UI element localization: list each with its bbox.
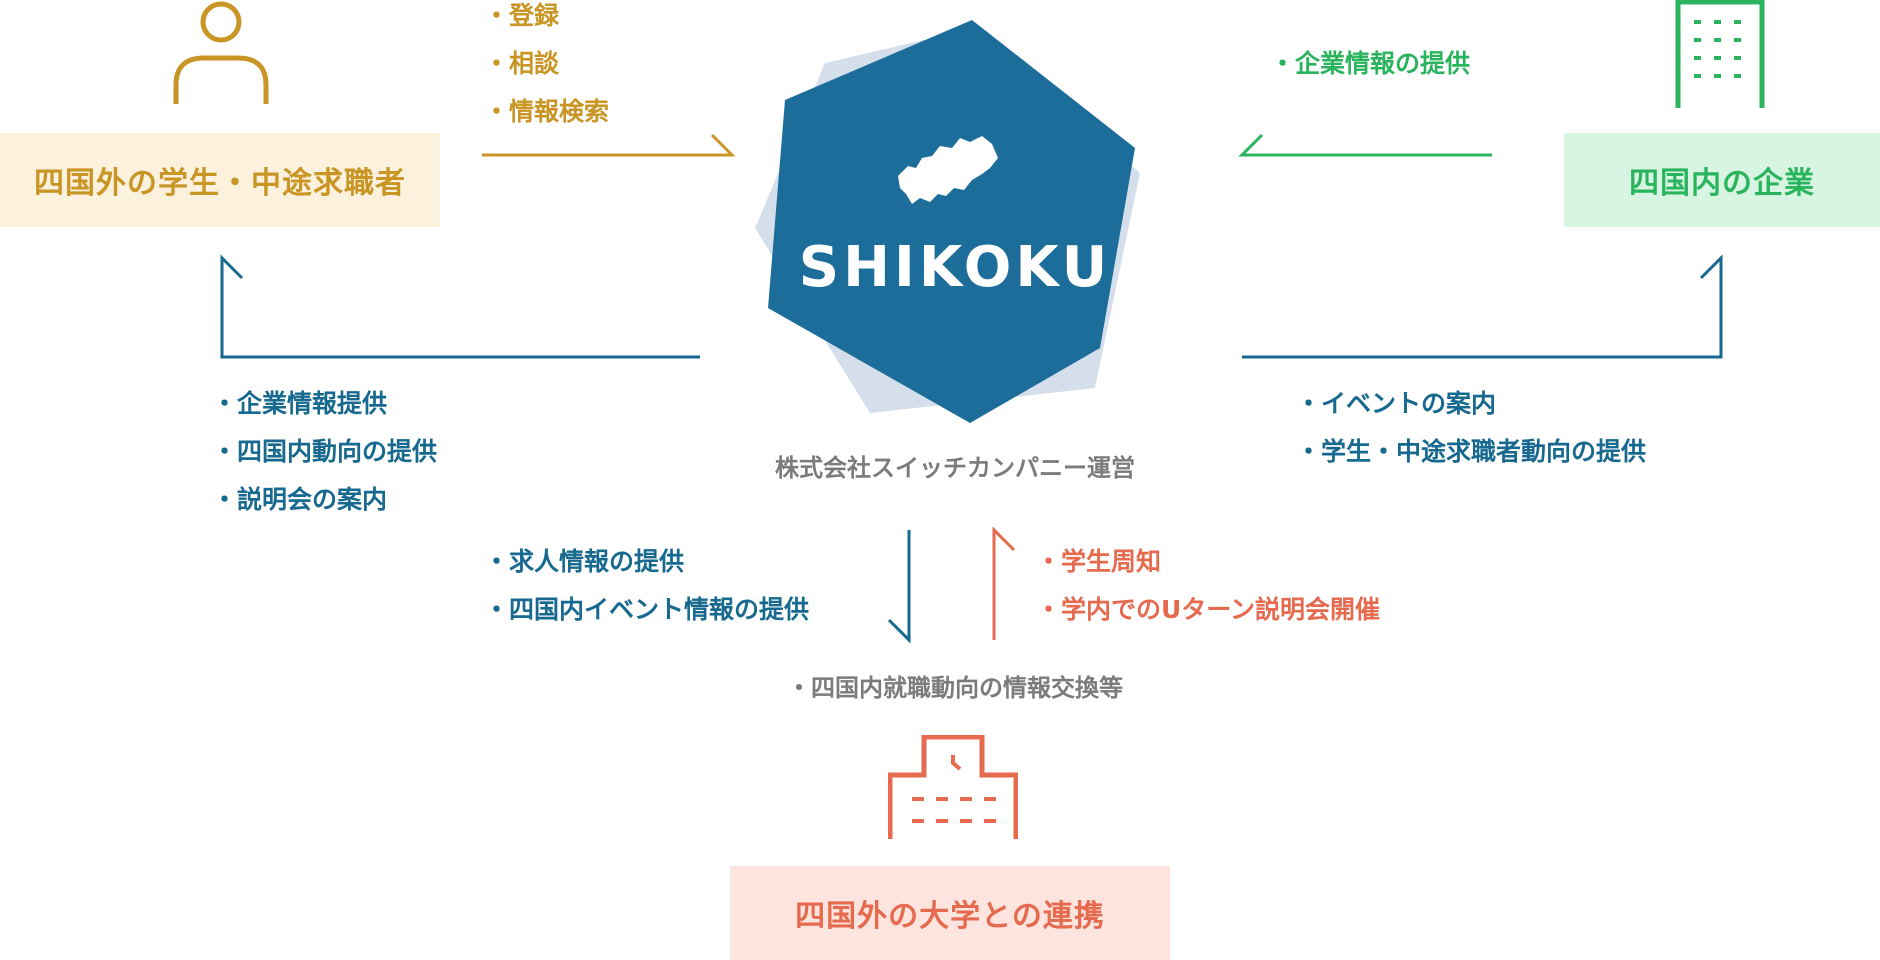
universities-box: 四国外の大学との連携	[730, 866, 1170, 960]
shikoku-island-icon	[898, 136, 998, 204]
list-item: ・四国内動向の提供	[212, 437, 438, 466]
list-item: ・学生周知	[1036, 547, 1162, 576]
list-item: ・相談	[484, 49, 560, 78]
shikoku-logo: SHIKOKU	[755, 20, 1140, 423]
students-box: 四国外の学生・中途求職者	[0, 133, 440, 227]
arrow-center-to-companies	[1242, 254, 1723, 359]
exchange-label: ・四国内就職動向の情報交換等	[787, 674, 1123, 702]
list-item: ・登録	[484, 1, 560, 30]
list-item: ・企業情報の提供	[1270, 49, 1471, 78]
hexagon-shape	[768, 20, 1135, 423]
students-to-center-list: ・登録 ・相談 ・情報検索	[484, 0, 609, 136]
center-to-universities-list: ・求人情報の提供 ・四国内イベント情報の提供	[484, 538, 809, 634]
list-item: ・情報検索	[484, 97, 610, 126]
arrow-universities-to-center	[992, 526, 1016, 640]
arrow-students-to-center	[482, 133, 736, 157]
list-item: ・四国内イベント情報の提供	[484, 595, 810, 624]
center-to-companies-list: ・イベントの案内 ・学生・中途求職者動向の提供	[1296, 380, 1646, 476]
building-icon	[1675, 0, 1765, 108]
list-item: ・学生・中途求職者動向の提供	[1296, 437, 1647, 466]
person-icon	[173, 1, 269, 104]
list-item: ・企業情報提供	[212, 389, 388, 418]
arrow-companies-to-center	[1238, 133, 1492, 157]
logo-text: SHIKOKU	[799, 235, 1111, 300]
companies-box: 四国内の企業	[1564, 133, 1880, 227]
list-item: ・説明会の案内	[212, 485, 388, 514]
list-item: ・求人情報の提供	[484, 547, 685, 576]
companies-to-center-list: ・企業情報の提供	[1270, 40, 1470, 88]
companies-label: 四国内の企業	[1629, 166, 1815, 201]
arrow-center-to-students	[220, 254, 700, 359]
school-icon	[888, 735, 1018, 839]
arrow-center-to-universities	[887, 530, 911, 644]
list-item: ・学内でのUターン説明会開催	[1036, 595, 1381, 624]
students-label: 四国外の学生・中途求職者	[34, 166, 406, 201]
universities-label: 四国外の大学との連携	[795, 899, 1105, 934]
operator-label: 株式会社スイッチカンパニー運営	[775, 454, 1135, 482]
center-to-students-list: ・企業情報提供 ・四国内動向の提供 ・説明会の案内	[212, 380, 437, 524]
universities-to-center-list: ・学生周知 ・学内でのUターン説明会開催	[1036, 538, 1380, 634]
list-item: ・イベントの案内	[1296, 389, 1497, 418]
